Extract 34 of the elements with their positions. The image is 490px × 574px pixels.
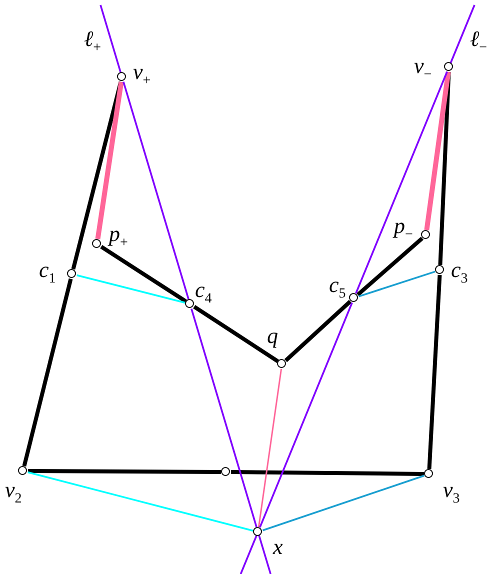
line-segment <box>358 270 436 298</box>
line-segment <box>22 278 73 467</box>
line-segment <box>71 81 123 270</box>
point-label: p$_{−}$ <box>394 215 413 244</box>
point-label: v$_{+}$ <box>133 61 151 90</box>
line-segment <box>122 82 190 300</box>
line-segment <box>193 305 279 363</box>
line-segment <box>427 274 442 470</box>
line-segment <box>355 71 448 294</box>
point-label: c$_{3}$ <box>451 259 468 288</box>
point <box>221 467 230 476</box>
line-segment <box>262 474 425 532</box>
point-label: v$_{3}$ <box>443 479 460 508</box>
point-label: q <box>267 325 278 347</box>
line-segment <box>258 368 282 528</box>
line-segment <box>95 82 124 240</box>
line-segment <box>100 245 187 303</box>
line-segment <box>438 72 451 266</box>
line-segment <box>28 471 254 532</box>
line-segment <box>76 274 186 304</box>
line-segment <box>230 470 424 476</box>
line-segment <box>424 72 451 230</box>
point-label: c$_{5}$ <box>329 274 346 304</box>
point-label: v$_{2}$ <box>5 479 22 508</box>
line-segment <box>28 469 221 474</box>
line-segment <box>284 300 352 362</box>
point-label: v$_{−}$ <box>414 55 432 84</box>
point-label: c$_{1}$ <box>39 259 56 288</box>
line-segment <box>190 308 258 528</box>
point-label: p$_{+}$ <box>109 223 128 252</box>
line-segment <box>356 236 424 296</box>
point-label: x <box>273 536 283 558</box>
line-segment <box>259 302 353 528</box>
point-label: c$_{4}$ <box>195 279 212 308</box>
